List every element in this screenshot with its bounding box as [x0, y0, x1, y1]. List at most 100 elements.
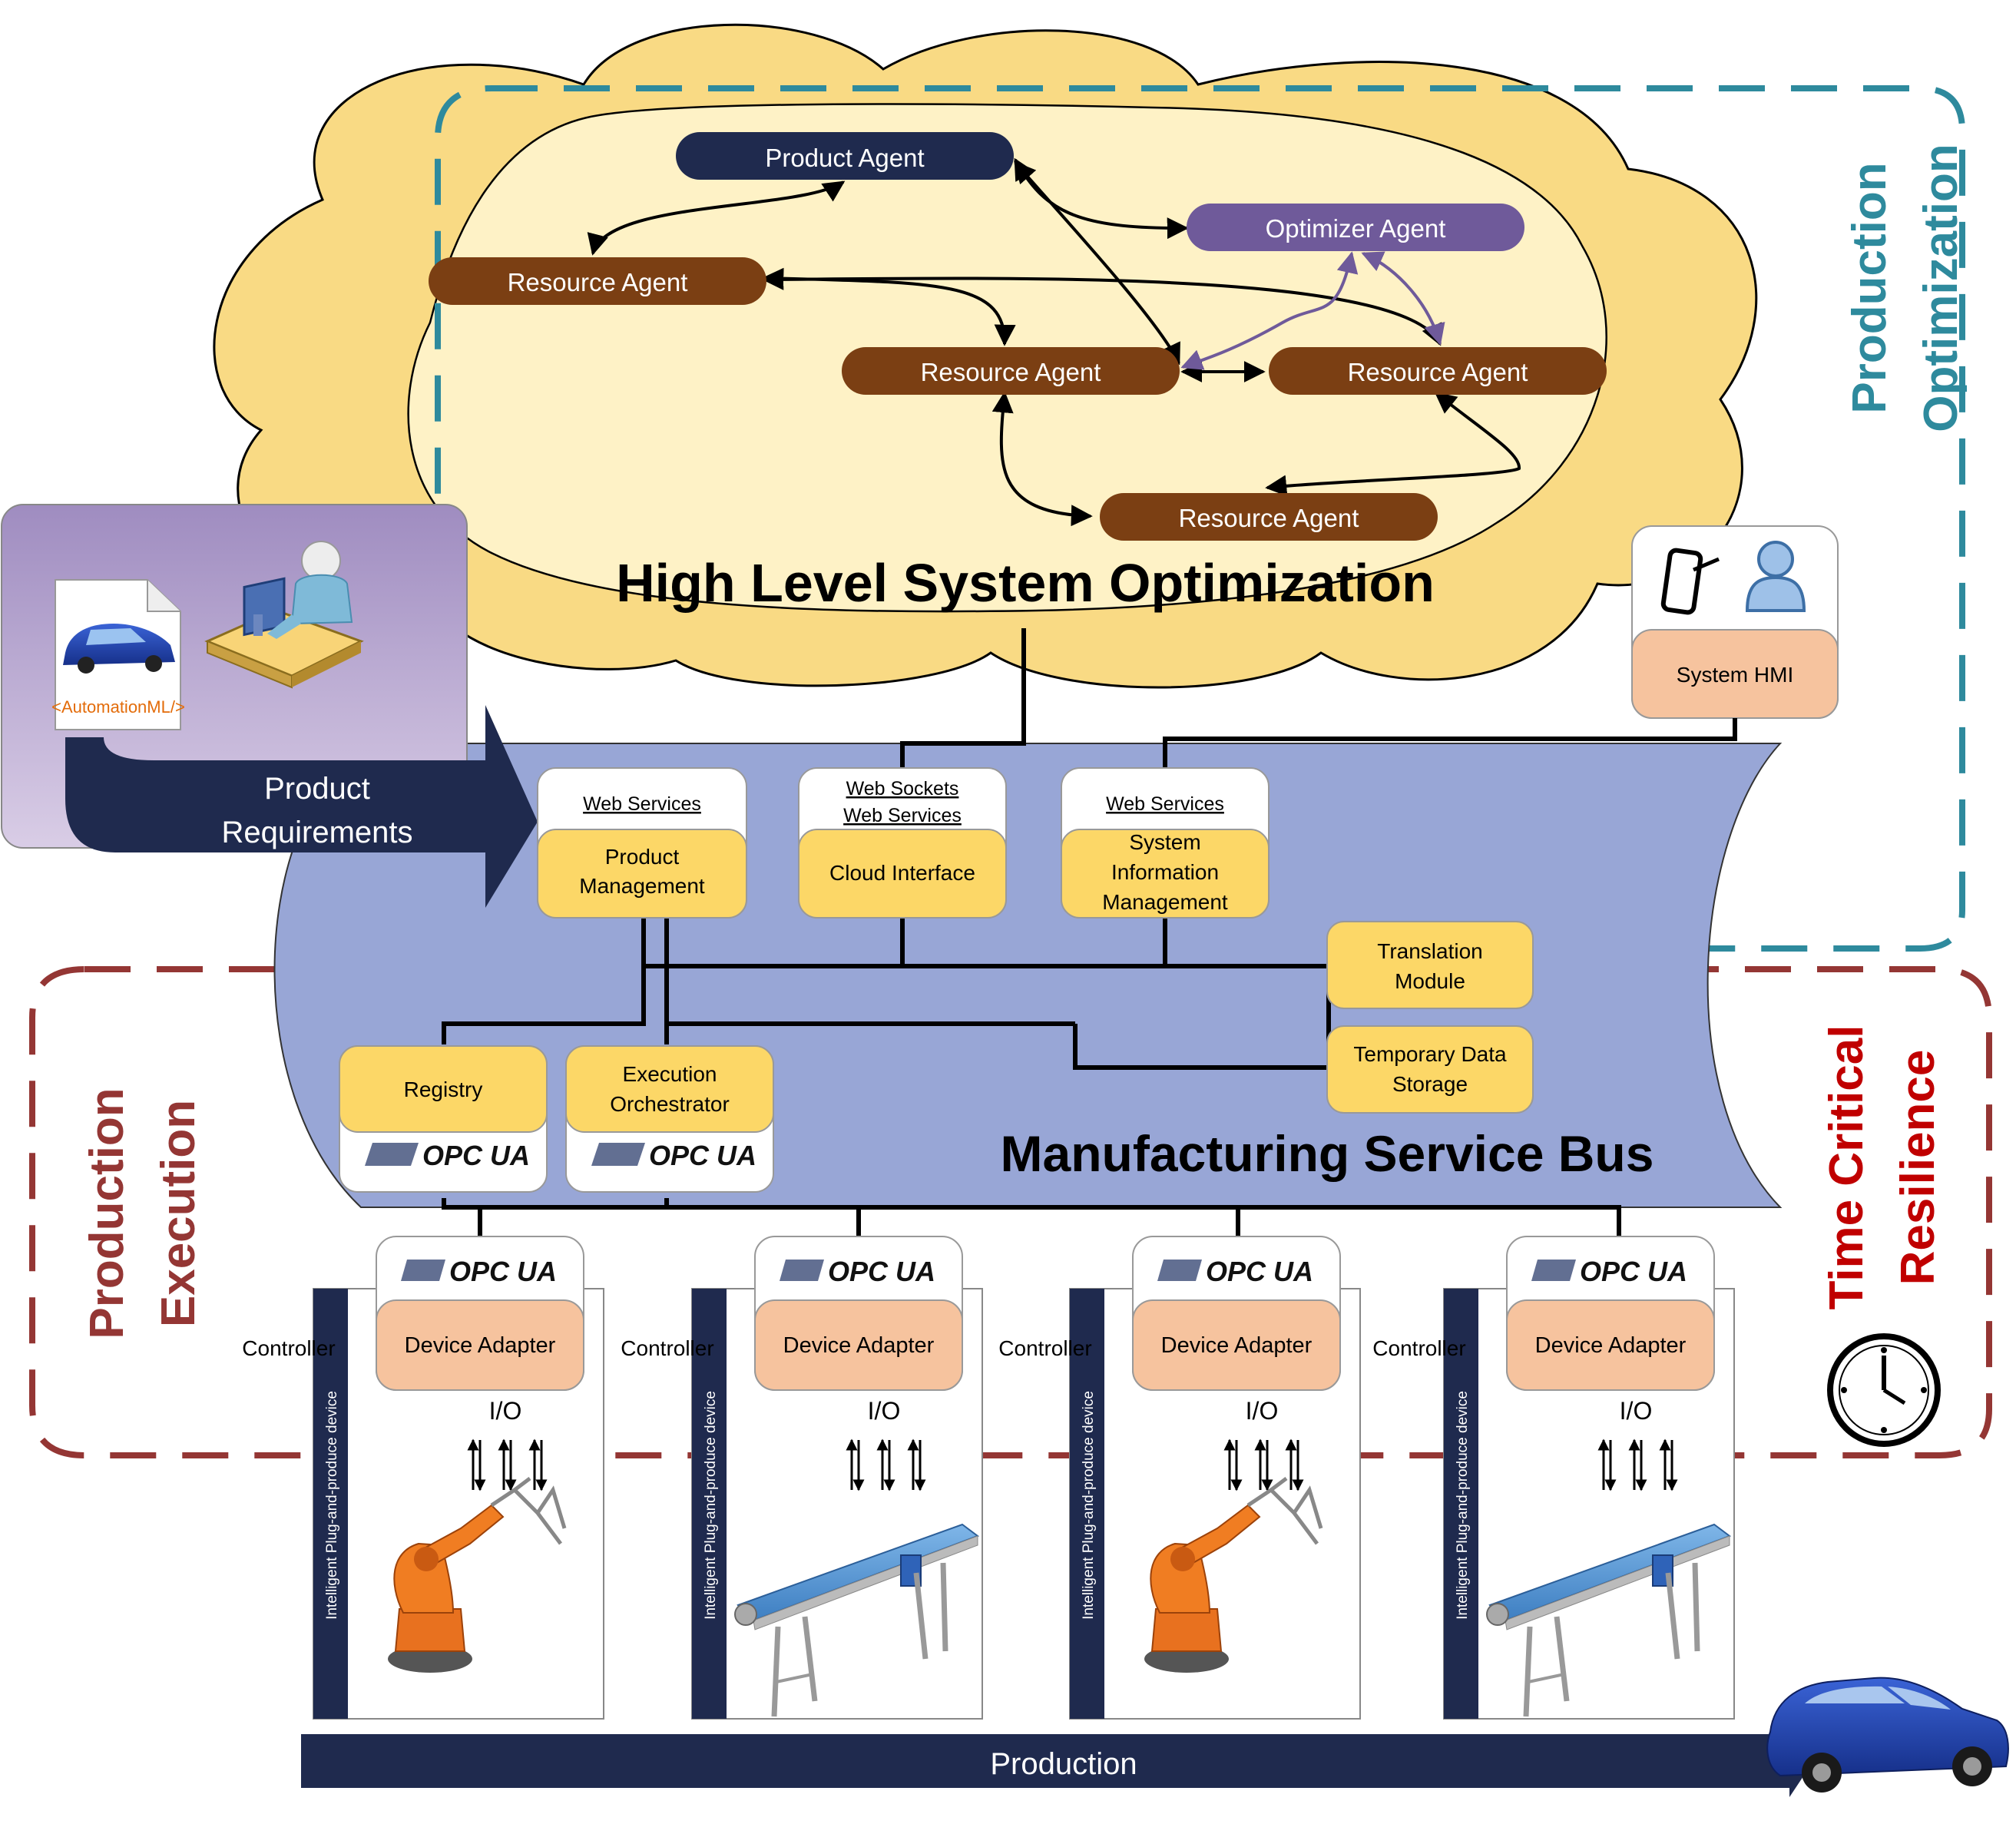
user-icon	[1745, 541, 1806, 612]
controller-label: Controller	[242, 1336, 335, 1360]
svg-text:OPC UA: OPC UA	[649, 1140, 756, 1171]
device-adapter	[1506, 1299, 1715, 1391]
production-execution-zone	[29, 966, 1992, 1458]
product-management-line2: Management	[579, 874, 705, 898]
link-optimizer-resource3	[1361, 251, 1445, 346]
execution-orchestrator-service: Execution Orchestrator OPC UA	[565, 1045, 774, 1193]
orchestrator-line2: Orchestrator	[610, 1092, 730, 1116]
device-side-label: Intelligent Plug-and-produce device	[1081, 1391, 1097, 1620]
execution-line2: Execution	[152, 1100, 205, 1327]
device-adapter	[754, 1299, 963, 1391]
translation-module: Translation Module	[1326, 921, 1534, 1009]
orchestrator-line1: Execution	[623, 1062, 717, 1086]
product-agent-label: Product Agent	[765, 144, 924, 172]
device-side-label: Intelligent Plug-and-produce device	[324, 1391, 340, 1620]
device-side-bar	[692, 1289, 727, 1719]
resilience-line1: Time Critical	[1820, 1025, 1873, 1309]
optimizer-agent: Optimizer Agent	[1187, 204, 1524, 251]
link-resource3-resource4	[1265, 392, 1521, 497]
web-services-header: Web Services	[843, 805, 962, 826]
agent-connections	[587, 157, 1521, 527]
resource-agent-label: Resource Agent	[508, 268, 688, 296]
requirements-line1: Product	[264, 772, 370, 806]
opc-ua-logo	[401, 1260, 445, 1281]
cloud-interface-label: Cloud Interface	[829, 861, 975, 885]
system-info-line3: Management	[1102, 890, 1228, 914]
device-side-label: Intelligent Plug-and-produce device	[1455, 1391, 1471, 1620]
resource-agent-label: Resource Agent	[1179, 504, 1359, 532]
io-label: I/O	[1620, 1397, 1653, 1425]
product-management-service: Web Services Product Management	[537, 767, 747, 919]
device-1: Intelligent Plug-and-produce device Contr…	[242, 1236, 604, 1720]
device-adapter-label: Device Adapter	[1161, 1333, 1313, 1358]
file-car-icon	[63, 624, 175, 674]
cloud-title: High Level System Optimization	[616, 553, 1435, 613]
device-4: Intelligent Plug-and-produce deviceContr…	[1372, 1236, 1735, 1720]
bus-wiring	[442, 628, 1737, 1236]
finished-car-icon	[1766, 1677, 2009, 1793]
opc-ua-logo: OPC UA	[591, 1140, 756, 1171]
link-product-resource1	[587, 180, 846, 256]
system-hmi: System HMI	[1631, 525, 1839, 719]
device-adapter	[1132, 1299, 1341, 1391]
opc-ua-label: OPC UA	[1580, 1256, 1687, 1287]
io-label: I/O	[868, 1397, 901, 1425]
device-side-bar	[1070, 1289, 1104, 1719]
link-optimizer-resource2	[1180, 251, 1359, 370]
robot-arm-icon	[388, 1477, 567, 1673]
production-label: Production	[990, 1747, 1137, 1781]
optimization-line2: Optimization	[1915, 144, 1968, 432]
product-agent: Product Agent	[676, 132, 1014, 180]
device-adapter-label: Device Adapter	[783, 1333, 935, 1358]
opc-ua-label: OPC UA	[1206, 1256, 1313, 1287]
opc-ua-label: OPC UA	[828, 1256, 935, 1287]
resource-agent-4: Resource Agent	[1100, 493, 1438, 541]
io-label: I/O	[489, 1397, 522, 1425]
cloud-interface-service: Web Sockets Web Services Cloud Interface	[798, 767, 1007, 919]
requirements-line2: Requirements	[221, 816, 412, 849]
system-hmi-label: System HMI	[1677, 663, 1793, 687]
resource-agent-3: Resource Agent	[1269, 347, 1607, 395]
resource-agent-1: Resource Agent	[429, 257, 766, 305]
system-info-line1: System	[1129, 830, 1200, 854]
tablet-icon	[1660, 548, 1720, 615]
registry-label: Registry	[404, 1078, 483, 1101]
requirements-arrow	[65, 705, 538, 908]
link-resource2-resource4	[991, 391, 1093, 527]
temp-storage-line2: Storage	[1392, 1072, 1468, 1096]
conveyor-icon	[1486, 1523, 1732, 1717]
devices-row: Intelligent Plug-and-produce device Contr…	[242, 1236, 1735, 1720]
device-adapter	[376, 1299, 584, 1391]
opc-ua-logo	[1531, 1260, 1576, 1281]
automationml-label: <AutomationML/>	[51, 697, 185, 717]
service-bus-title: Manufacturing Service Bus	[1001, 1125, 1654, 1182]
production-arrow: Production	[301, 1724, 1814, 1797]
opc-ua-logo	[1157, 1260, 1202, 1281]
engineer-workstation-icon	[204, 541, 364, 689]
translation-line2: Module	[1395, 969, 1465, 993]
resource-agent-2: Resource Agent	[842, 347, 1180, 395]
device-side-label: Intelligent Plug-and-produce device	[703, 1391, 719, 1620]
io-label: I/O	[1246, 1397, 1279, 1425]
system-info-line2: Information	[1111, 860, 1219, 884]
product-requirements-panel: <AutomationML/> Product Requirements	[1, 504, 538, 908]
device-adapter-label: Device Adapter	[1535, 1333, 1687, 1358]
temp-storage-line1: Temporary Data	[1353, 1042, 1507, 1066]
optimizer-connections	[1180, 251, 1445, 370]
device-side-bar	[313, 1289, 348, 1719]
device-side-bar	[1444, 1289, 1478, 1719]
translation-line1: Translation	[1377, 939, 1482, 963]
resilience-line2: Resilience	[1892, 1050, 1945, 1286]
conveyor-icon	[734, 1523, 980, 1717]
registry-service: Registry OPC UA	[339, 1045, 548, 1193]
production-optimization-label: Production Optimization	[1843, 144, 1968, 432]
device-3: Intelligent Plug-and-produce deviceContr…	[998, 1236, 1361, 1720]
web-services-header: Web Services	[1106, 793, 1224, 815]
svg-text:OPC UA: OPC UA	[422, 1140, 530, 1171]
device-adapter-label: Device Adapter	[405, 1333, 556, 1358]
execution-line1: Production	[81, 1087, 134, 1339]
clock-icon	[1827, 1333, 1941, 1447]
optimization-line1: Production	[1843, 162, 1896, 413]
time-critical-resilience-label: Time Critical Resilience	[1820, 1025, 1945, 1309]
